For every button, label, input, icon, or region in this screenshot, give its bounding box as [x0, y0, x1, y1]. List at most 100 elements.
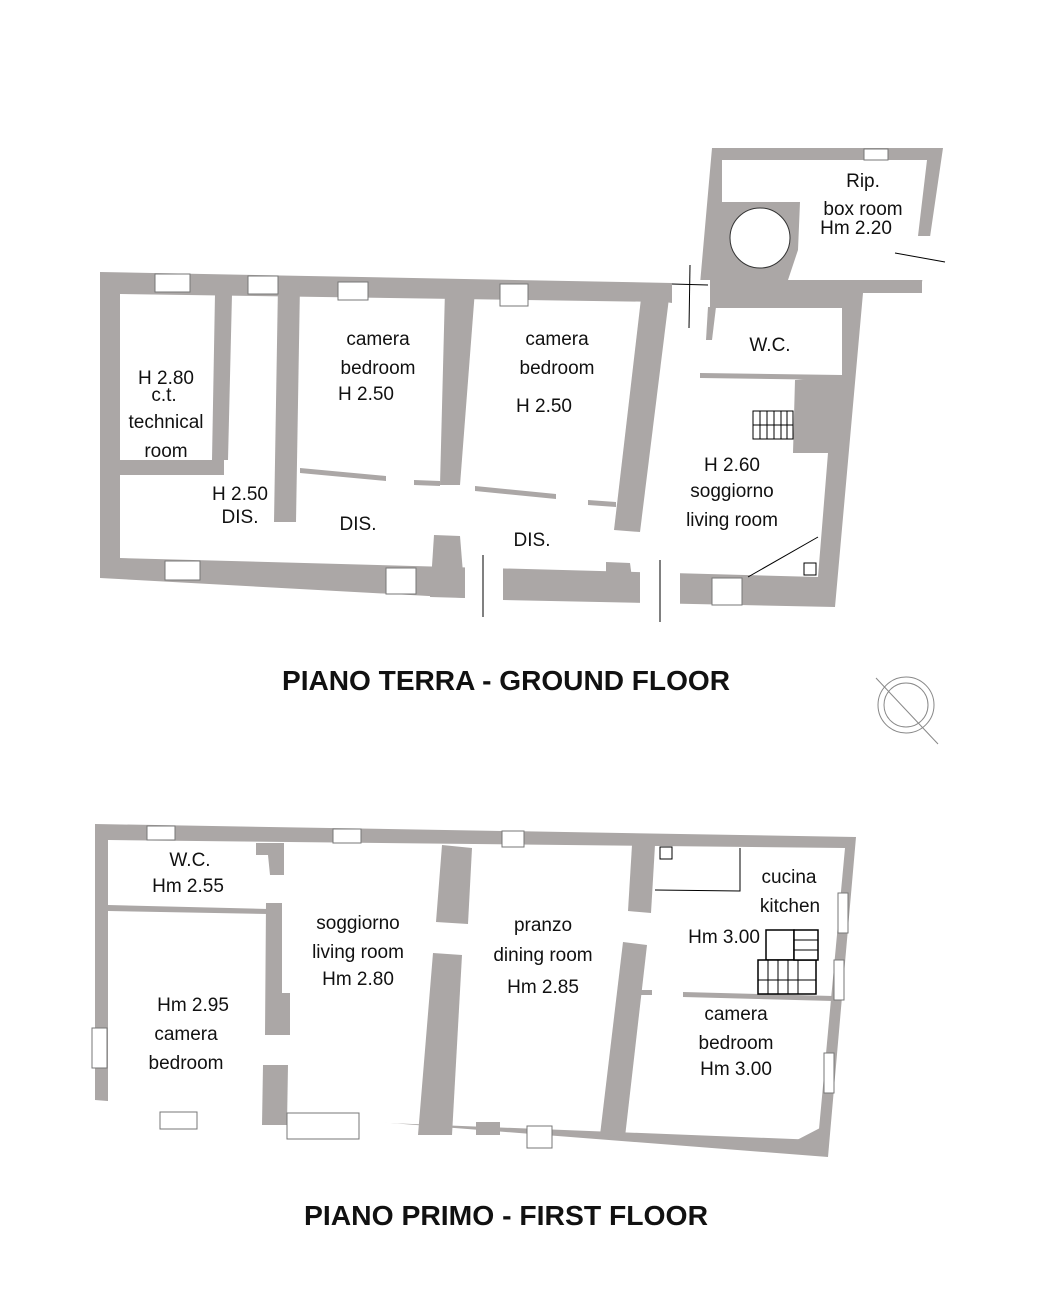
- first-floor-interior: [108, 840, 845, 1140]
- entrance-opening: [465, 540, 503, 606]
- wall: [265, 903, 290, 1035]
- window: [837, 892, 849, 934]
- room-height: H 2.60: [704, 455, 760, 476]
- box-room-floor: [722, 160, 950, 280]
- room-name-en: kitchen: [760, 896, 820, 917]
- first-floor-title: PIANO PRIMO - FIRST FLOOR: [304, 1200, 708, 1231]
- partition: [108, 905, 268, 914]
- wall: [706, 307, 716, 340]
- room-name-it: camera: [525, 329, 589, 350]
- wall: [256, 843, 284, 875]
- wall: [795, 1128, 820, 1142]
- fixture: [803, 562, 817, 576]
- wall: [440, 290, 475, 485]
- window: [863, 148, 889, 161]
- wall: [628, 845, 655, 913]
- wall: [600, 942, 647, 1137]
- wall: [118, 460, 224, 475]
- stair-line: [747, 536, 819, 578]
- partition: [683, 992, 833, 1001]
- room-height: Hm 2.85: [507, 977, 579, 998]
- room-name-it: soggiorno: [316, 913, 399, 934]
- window: [385, 567, 417, 595]
- room-name-it: c.t.: [151, 385, 176, 406]
- window: [154, 273, 191, 293]
- partition: [414, 480, 440, 486]
- ground-floor-title: PIANO TERRA - GROUND FLOOR: [282, 665, 730, 696]
- room-height: Hm 2.55: [152, 876, 224, 897]
- door-line: [894, 252, 946, 263]
- wall: [606, 562, 632, 578]
- north-arrow-icon: [875, 676, 939, 745]
- round-tank: [729, 207, 791, 269]
- wall: [640, 990, 652, 995]
- window: [164, 560, 201, 581]
- room-name: DIS.: [514, 530, 551, 551]
- room-height: Hm 2.95: [157, 995, 229, 1016]
- stairs-icon: [752, 410, 794, 440]
- first-floor-plan: W.C. Hm 2.55 Hm 2.95 camera bedroom sogg…: [91, 824, 856, 1231]
- wall: [476, 1122, 500, 1135]
- room-name: W.C.: [169, 850, 210, 871]
- wall: [262, 1065, 288, 1125]
- window: [332, 828, 362, 844]
- room-name: DIS.: [222, 507, 259, 528]
- window: [159, 1111, 198, 1130]
- room-name-en: bedroom: [341, 358, 416, 379]
- room-name-it: pranzo: [514, 915, 572, 936]
- window: [823, 1052, 835, 1094]
- wall: [212, 294, 232, 460]
- room-name-it: camera: [346, 329, 410, 350]
- window: [337, 281, 369, 301]
- window: [711, 577, 743, 606]
- window: [833, 959, 845, 1001]
- room-name: W.C.: [749, 335, 790, 356]
- room-name-en: bedroom: [149, 1053, 224, 1074]
- wall: [418, 953, 462, 1135]
- room-name-it: Rip.: [846, 171, 880, 192]
- stairs-icon: [757, 929, 819, 995]
- window: [91, 1027, 108, 1069]
- room-height: H 2.50: [516, 396, 572, 417]
- ground-floor-plan: H 2.80 c.t. technical room camera bedroo…: [100, 148, 950, 696]
- window: [247, 275, 279, 295]
- partition: [300, 468, 386, 481]
- wall: [274, 284, 300, 522]
- room-name-it: soggiorno: [690, 481, 773, 502]
- wall: [700, 373, 842, 380]
- room-height: Hm 2.20: [820, 218, 892, 239]
- room-height: H 2.80: [138, 368, 194, 389]
- door-line: [688, 264, 691, 329]
- room-name-it: camera: [154, 1024, 218, 1045]
- wall: [614, 290, 670, 532]
- room-name-en: box room: [823, 199, 902, 220]
- room-height: H 2.50: [338, 384, 394, 405]
- door-line: [671, 283, 709, 286]
- room-height: Hm 3.00: [688, 927, 760, 948]
- window: [526, 1125, 553, 1149]
- room-height: Hm 2.80: [322, 969, 394, 990]
- room-name-en: living room: [686, 510, 778, 531]
- room-height: Hm 3.00: [700, 1059, 772, 1080]
- window: [146, 825, 176, 841]
- kitchen-counter: [654, 848, 741, 892]
- window: [286, 1112, 360, 1140]
- fixture: [659, 846, 673, 860]
- room-height: H 2.50: [212, 484, 268, 505]
- room-name-en: bedroom: [520, 358, 595, 379]
- room-name-en: living room: [312, 942, 404, 963]
- room-name: DIS.: [340, 514, 377, 535]
- wall: [436, 845, 472, 924]
- room-name-en: bedroom: [699, 1033, 774, 1054]
- partition: [588, 500, 616, 507]
- window: [501, 830, 525, 848]
- room-name-en: technical: [129, 412, 204, 433]
- room-name-en: dining room: [493, 945, 592, 966]
- wall: [430, 535, 465, 598]
- room-name-it: camera: [704, 1004, 768, 1025]
- ground-floor-interior: [120, 294, 842, 577]
- partition: [475, 486, 556, 499]
- room-name-en: room: [144, 441, 187, 462]
- room-name-it: cucina: [762, 867, 817, 888]
